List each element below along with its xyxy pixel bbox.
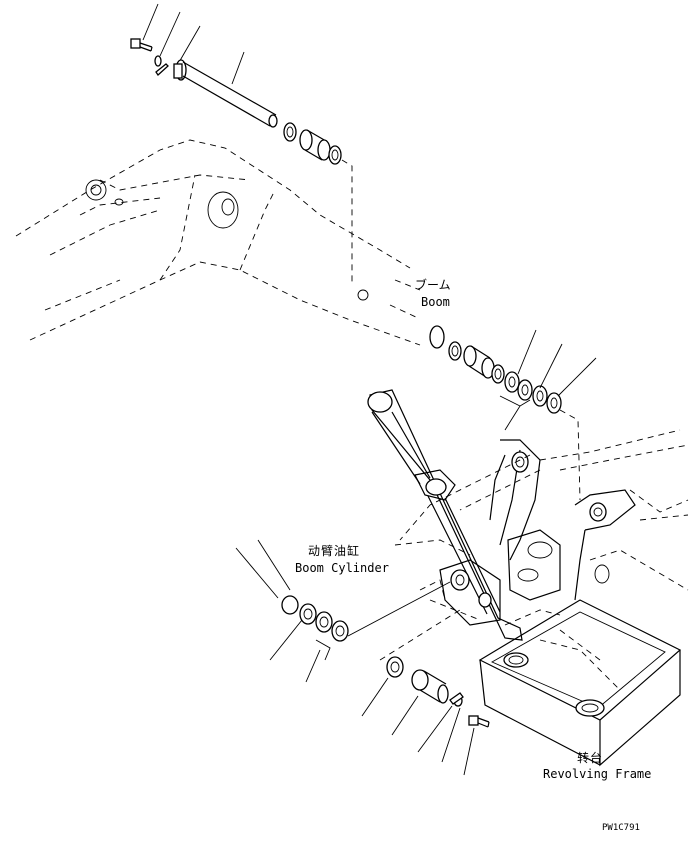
top-bolt <box>130 38 153 52</box>
top-bushing <box>299 129 331 161</box>
top-pin-assembly <box>130 3 369 301</box>
cylinder-foot-parts <box>361 609 490 776</box>
revolving-frame-label: Revolving Frame <box>543 767 652 781</box>
boom-label: Boom <box>421 295 450 309</box>
revolving-frame <box>394 429 689 767</box>
boom-cylinder-label: Boom Cylinder <box>295 561 389 575</box>
drawing-code: PW1C791 <box>602 823 640 833</box>
top-plate <box>155 63 169 76</box>
revolving-frame-label-cn: 转台 <box>577 751 604 765</box>
top-seal-ring-2 <box>328 145 342 165</box>
cylinder-head-parts <box>235 539 451 683</box>
boom-cylinder-label-cn: 动臂油缸 <box>308 544 361 558</box>
top-seal-ring <box>283 122 297 142</box>
boom-cylinder <box>367 389 523 641</box>
boom-label-jp: ブーム <box>415 278 451 292</box>
boom-foot-parts <box>429 325 597 501</box>
top-washer <box>154 55 162 67</box>
top-pin <box>173 59 278 128</box>
boom-outline <box>15 139 421 346</box>
